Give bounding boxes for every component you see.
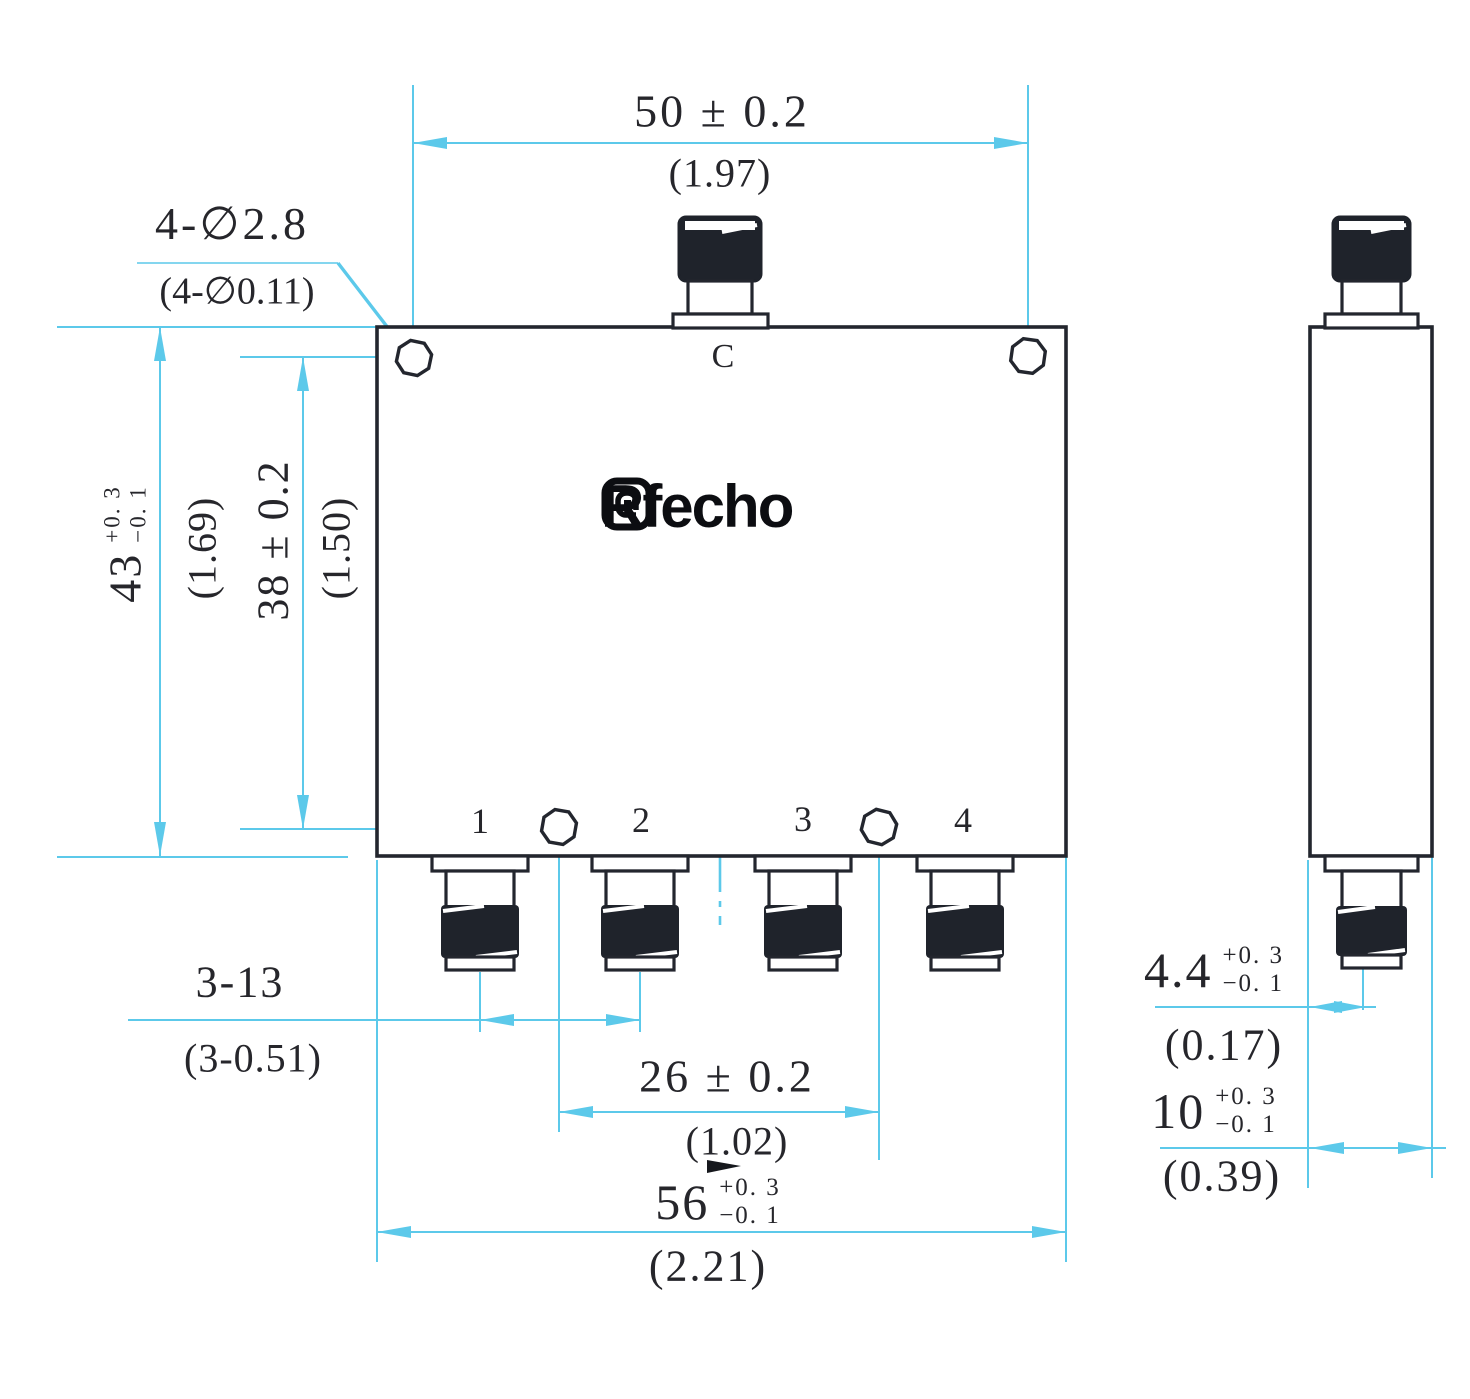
connector-port-c — [671, 215, 770, 330]
dim-body-length-label: 56 +0. 3 −0. 1 — [655, 1174, 781, 1230]
mounting-screws — [394, 336, 1048, 847]
dim-mount-holes-inch: (4-∅0.11) — [159, 270, 315, 313]
port-label-3: 3 — [794, 799, 812, 839]
dim-mount-holes-label: 4-∅2.8 — [155, 198, 309, 249]
dim-hole-row-label: 38 ± 0.2 — [248, 459, 298, 621]
dim-body-height-inch: (1.69) — [179, 496, 225, 600]
port-label-2: 2 — [632, 800, 650, 840]
side-bottom-connector — [1323, 854, 1420, 970]
port-label-1: 1 — [471, 801, 489, 841]
front-view — [375, 215, 1068, 972]
mount-screw — [539, 807, 579, 847]
dimension-lines — [57, 85, 1446, 1262]
side-view — [1308, 215, 1434, 970]
port-label-c: C — [711, 338, 735, 375]
dim-hole-row-inch: (1.50) — [313, 496, 359, 600]
square-at-icon — [601, 477, 653, 531]
dim-connector-offset-inch: (0.17) — [1164, 1020, 1284, 1070]
dim-connector-offset-label: 4.4 +0. 3 −0. 1 — [1143, 942, 1285, 998]
mount-screw — [1008, 336, 1048, 376]
connector-port-3 — [753, 854, 853, 972]
dim-thickness-label: 10 +0. 3 −0. 1 — [1151, 1083, 1277, 1139]
dim-body-width-label: 50 ± 0.2 — [634, 85, 810, 137]
dim-body-length-inch: (2.21) — [648, 1241, 768, 1291]
dim-port-pitch-label: 3-13 — [195, 957, 285, 1007]
port-label-4: 4 — [954, 800, 972, 840]
brand-logo: Rfecho — [601, 477, 794, 537]
dim-hole-spacing-inch: (1.02) — [685, 1118, 789, 1164]
dim-hole-spacing-label: 26 ± 0.2 — [639, 1050, 815, 1102]
connector-port-1 — [430, 854, 530, 972]
dim-body-height-label: 43 +0. 3 −0. 1 — [99, 485, 150, 603]
dim-port-pitch-inch: (3-0.51) — [184, 1035, 322, 1081]
connector-port-4 — [915, 854, 1015, 972]
mount-screw — [859, 807, 899, 847]
mount-screw — [394, 338, 434, 378]
dim-body-width-inch: (1.97) — [668, 150, 772, 196]
side-top-connector — [1323, 215, 1420, 330]
bottom-connectors — [430, 854, 1015, 972]
front-body — [375, 325, 1068, 858]
side-body — [1308, 325, 1434, 858]
connector-port-2 — [590, 854, 690, 972]
dim-thickness-inch: (0.39) — [1162, 1151, 1282, 1201]
datum-arrow-icon — [707, 1160, 741, 1173]
